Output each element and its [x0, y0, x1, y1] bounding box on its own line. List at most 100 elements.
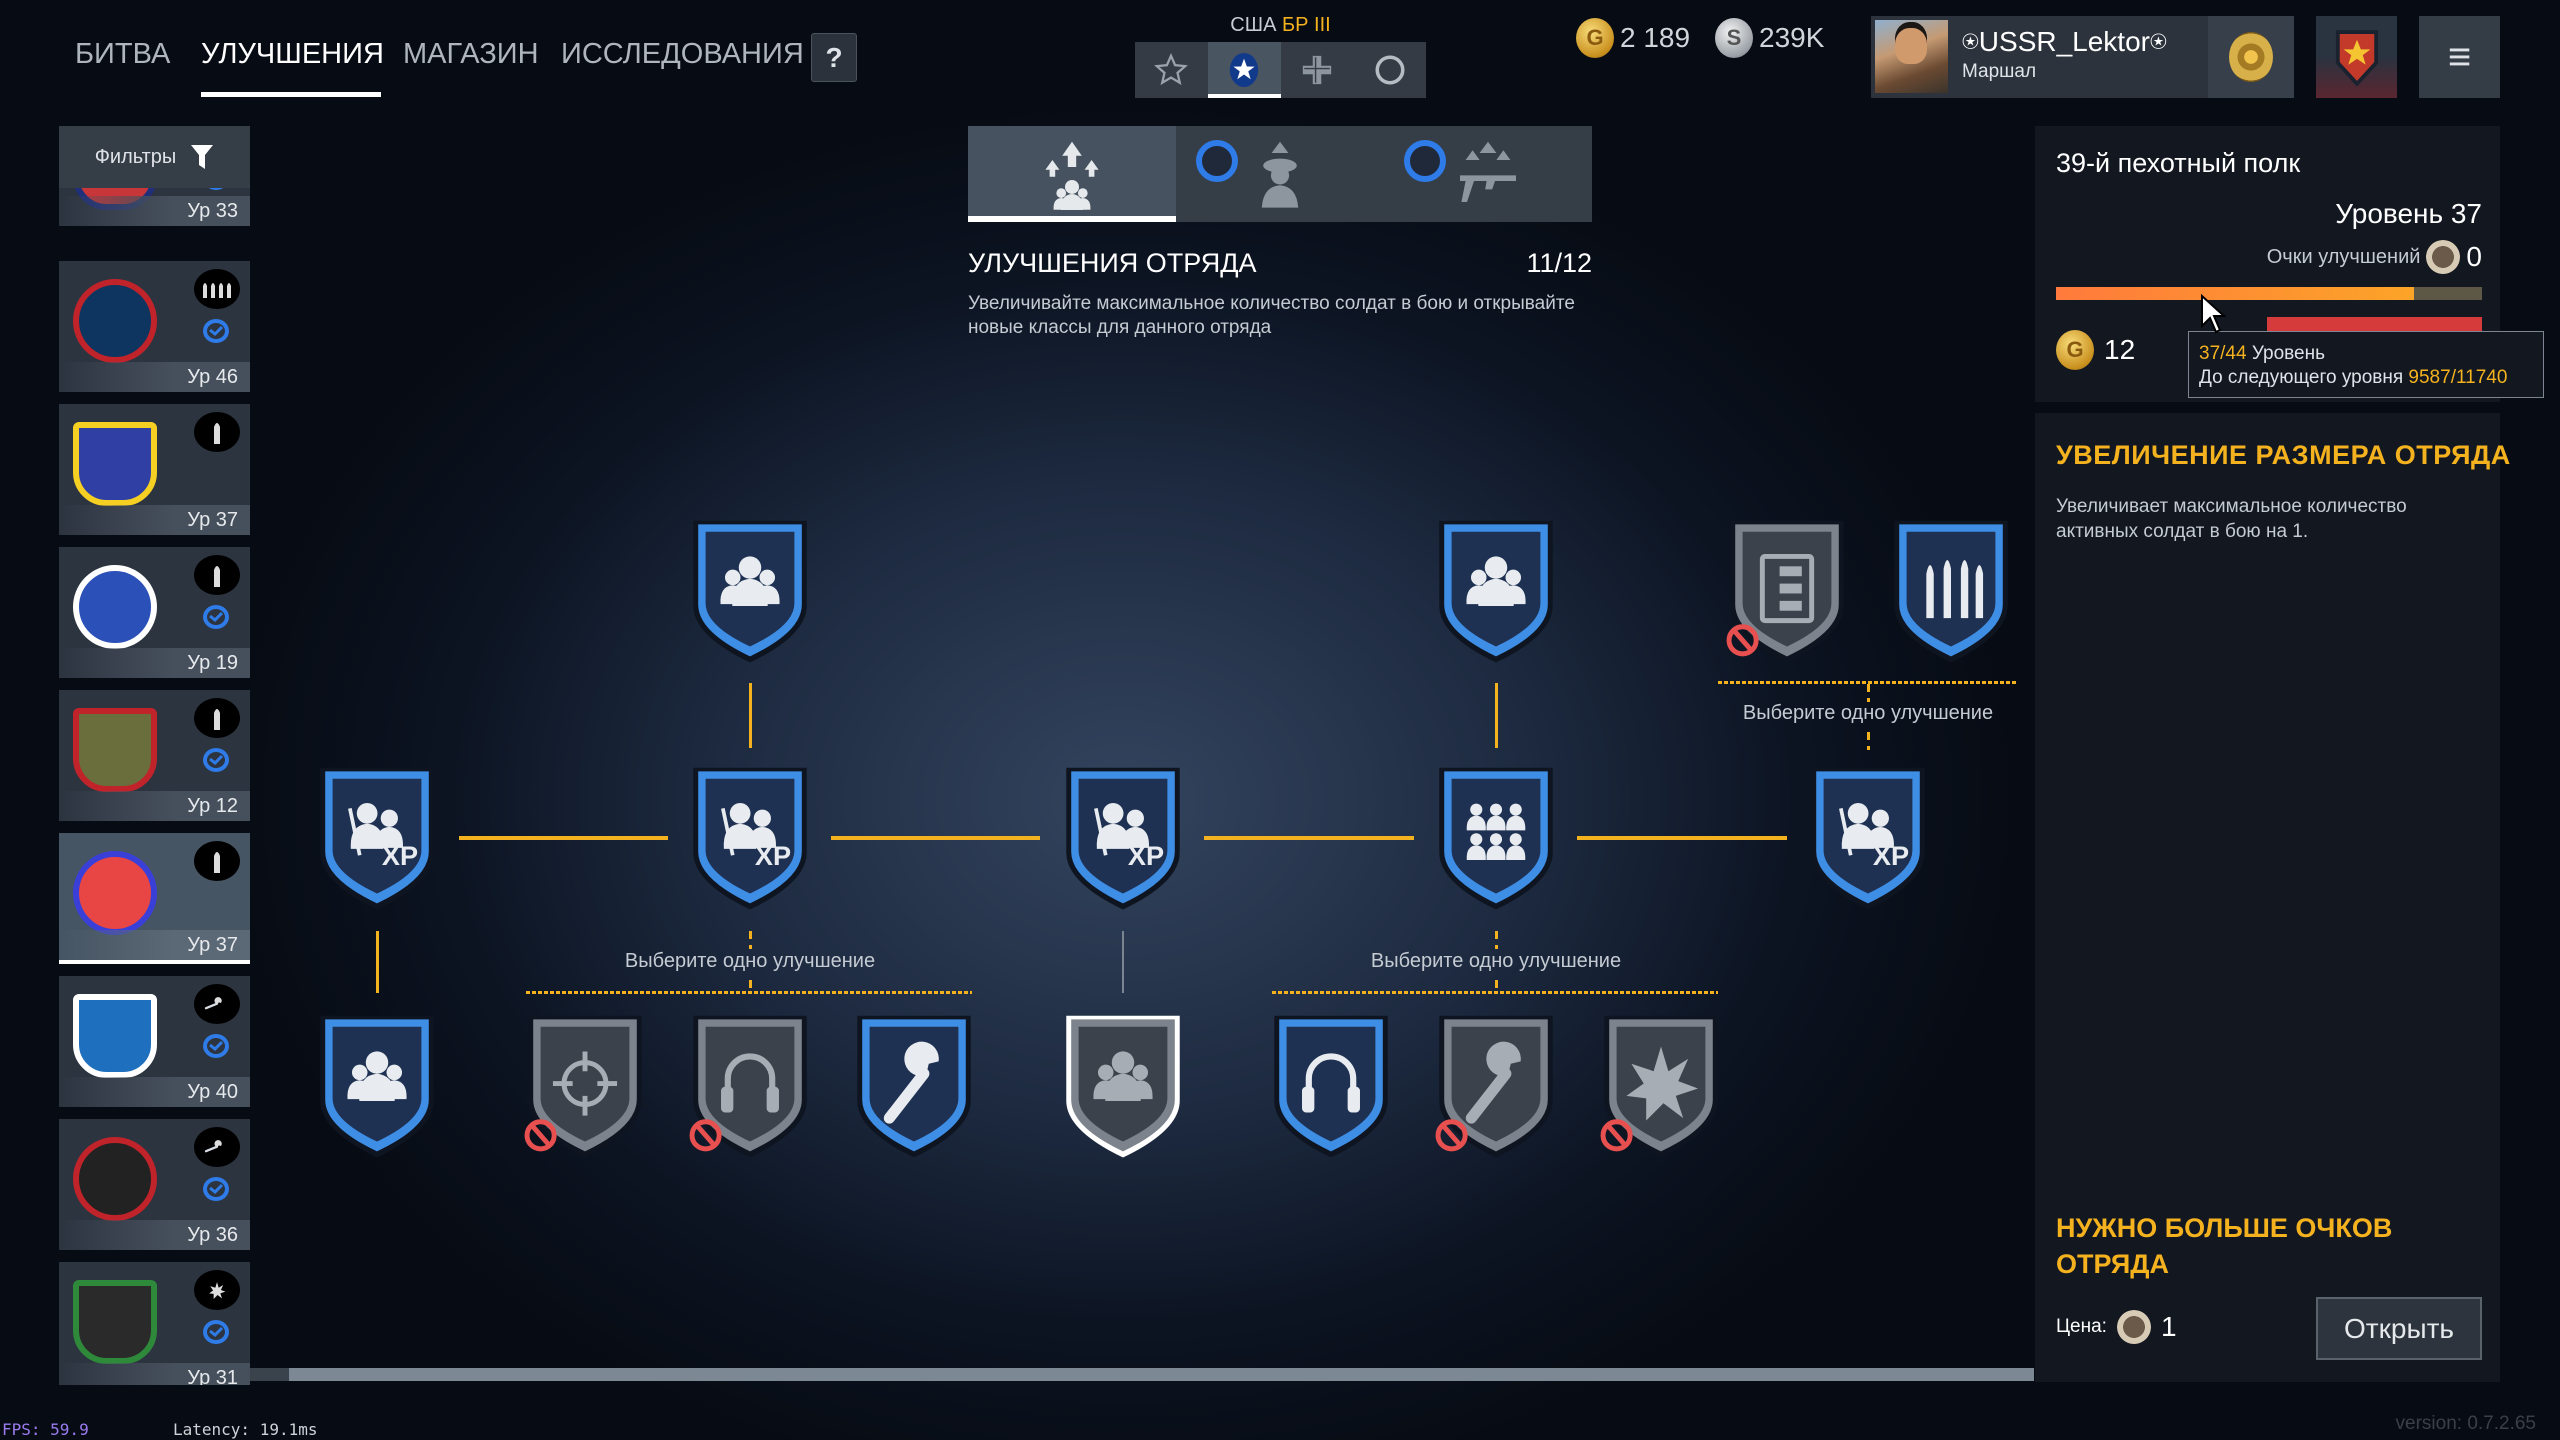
filters-label: Фильтры: [94, 145, 177, 168]
medal-button[interactable]: [2208, 16, 2294, 98]
bullet-class-icon: [194, 555, 240, 595]
connector-line: [749, 683, 752, 748]
reward-bar: [2267, 317, 2482, 331]
german-cross-icon: [1302, 55, 1332, 85]
squad-card[interactable]: Ур 40: [59, 976, 250, 1107]
upgrade-node-xp-people[interactable]: [1061, 764, 1185, 912]
people-icon: [1066, 1015, 1180, 1158]
tooltip-next-value: 9587/11740: [2408, 367, 2508, 388]
open-upgrade-button[interactable]: Открыть: [2316, 1297, 2482, 1360]
upgrade-node-headphones[interactable]: [1269, 1012, 1393, 1160]
squad-upgrade-icon: [1045, 141, 1099, 210]
crowd-icon: [1439, 767, 1553, 910]
nation-option-usa[interactable]: [1207, 42, 1281, 98]
check-icon: [203, 1177, 229, 1201]
bullet-class-icon: [194, 841, 240, 881]
profile-block[interactable]: ⍟USSR_Lektor⍟ Маршал: [1871, 16, 2294, 98]
check-icon: [203, 748, 229, 772]
squad-level: Ур 33: [59, 196, 250, 226]
ammo-class-icon: [194, 269, 240, 309]
tab-battle[interactable]: БИТВА: [75, 38, 171, 70]
upgrade-node-explosion[interactable]: [1599, 1012, 1723, 1160]
check-icon: [1404, 140, 1446, 182]
star-outline-icon: [1154, 53, 1189, 86]
squad-level: Ур 36: [59, 1220, 250, 1250]
tab-shop[interactable]: МАГАЗИН: [403, 38, 539, 70]
squad-emblem: [73, 565, 157, 649]
squad-card[interactable]: Ур 12: [59, 690, 250, 821]
rank-star-icon: [2335, 30, 2378, 86]
explosion-class-icon: [194, 1270, 240, 1310]
gold-balance: G 2 189: [1576, 18, 1690, 58]
connector-line: [1495, 683, 1498, 748]
battle-rating: БР III: [1281, 14, 1331, 36]
crosshair-icon: [524, 1015, 642, 1158]
tab-soldier-upgrades[interactable]: [1176, 126, 1384, 222]
upgrade-node-bullets[interactable]: [1889, 517, 2013, 665]
unit-name: 39-й пехотный полк: [2056, 148, 2301, 178]
upgrade-node-crowd[interactable]: [1434, 764, 1558, 912]
upgrade-node-people[interactable]: [688, 517, 812, 665]
explosion-icon: [1600, 1015, 1718, 1158]
price-label: Цена:: [2056, 1316, 2107, 1337]
tab-squad-upgrades[interactable]: [968, 126, 1176, 222]
tab-research[interactable]: ИССЛЕДОВАНИЯ: [561, 38, 804, 70]
squad-level: Ур 12: [59, 791, 250, 821]
section-title: УЛУЧШЕНИЯ ОТРЯДА: [968, 248, 1257, 278]
horizontal-scrollbar[interactable]: [289, 1368, 2034, 1381]
version-label: version: 0.7.2.65: [2395, 1413, 2536, 1434]
nation-option-ussr[interactable]: [1353, 42, 1426, 98]
choice-group-line: [526, 991, 972, 994]
choose-one-label: Выберите одно улучшение: [1370, 950, 1622, 972]
dashed-connector: [1867, 732, 1870, 750]
upgrade-node-xp-people[interactable]: [315, 764, 439, 912]
xp-people-icon: [1066, 767, 1180, 910]
active-tab-underline: [201, 92, 381, 97]
upgrade-node-xp-people[interactable]: [688, 764, 812, 912]
filters-button[interactable]: Фильтры: [59, 126, 250, 188]
squad-card[interactable]: Ур 33: [59, 188, 250, 226]
connector-line: [459, 836, 668, 840]
tab-upgrades[interactable]: УЛУЧШЕНИЯ: [201, 38, 384, 70]
upgrade-node-xp-people[interactable]: [1806, 764, 1930, 912]
hamburger-icon: ≡: [2447, 34, 2472, 79]
squad-card[interactable]: Ур 31: [59, 1262, 250, 1385]
medal-icon: [2229, 32, 2273, 82]
scrollbar-track[interactable]: [250, 1368, 289, 1381]
squad-card[interactable]: Ур 46: [59, 261, 250, 392]
wrench-class-icon: [194, 1127, 240, 1167]
upgrade-node-headphones[interactable]: [688, 1012, 812, 1160]
help-button[interactable]: ?: [811, 33, 857, 82]
weapon-upgrade-icon: [1460, 141, 1516, 202]
squad-card[interactable]: Ур 37: [59, 404, 250, 535]
upgrade-description: Увеличивает максимальное количество акти…: [2056, 496, 2407, 542]
gold-coin-icon: G: [2056, 330, 2094, 370]
tooltip-level: 37/44: [2199, 343, 2247, 364]
upgrade-node-crosshair[interactable]: [523, 1012, 647, 1160]
dashed-connector: [749, 980, 752, 994]
squad-level: Ур 31: [59, 1363, 250, 1385]
tab-weapon-upgrades[interactable]: [1384, 126, 1592, 222]
menu-button[interactable]: ≡: [2419, 16, 2500, 98]
upgrade-node-people[interactable]: [1434, 517, 1558, 665]
upgrade-node-people[interactable]: [315, 1012, 439, 1160]
rank-badge-button[interactable]: [2316, 16, 2397, 98]
upgrade-node-wrench[interactable]: [1434, 1012, 1558, 1160]
circle-icon: [1375, 55, 1405, 85]
upgrade-node-people[interactable]: [1061, 1012, 1185, 1160]
upgrade-node-ammo-box[interactable]: [1725, 517, 1849, 665]
squad-card[interactable]: Ур 19: [59, 547, 250, 678]
tooltip-next-label: До следующего уровня: [2199, 367, 2404, 388]
squad-card[interactable]: Ур 36: [59, 1119, 250, 1250]
squad-card[interactable]: Ур 37: [59, 833, 250, 964]
nation-option-germany[interactable]: [1281, 42, 1354, 98]
silver-amount: 239K: [1759, 22, 1825, 53]
level-progress-fill: [2056, 287, 2414, 300]
people-icon: [320, 1015, 434, 1158]
upgrade-points: Очки улучшений 0: [2056, 240, 2482, 274]
latency-counter: Latency: 19.1ms: [173, 1420, 318, 1439]
upgrade-node-wrench[interactable]: [852, 1012, 976, 1160]
bullets-icon: [1894, 520, 2008, 663]
nation-option-all[interactable]: [1135, 42, 1208, 98]
